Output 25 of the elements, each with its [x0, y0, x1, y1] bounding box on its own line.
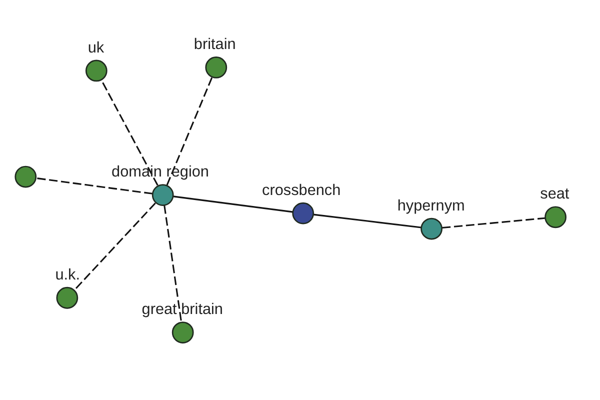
node-circle — [420, 218, 442, 240]
node-label: hypernym — [397, 197, 465, 214]
node-label: great britain — [142, 301, 223, 318]
node-circle — [544, 206, 566, 228]
node-label: uk — [88, 39, 104, 56]
node-label: u.k. — [55, 266, 80, 284]
connector — [36, 177, 153, 194]
node-circle — [56, 286, 78, 309]
node-circle — [152, 184, 174, 206]
node-circle — [14, 166, 37, 188]
connector — [314, 214, 422, 228]
node-circle — [292, 202, 314, 224]
connector — [100, 80, 158, 186]
node-label: britain — [194, 36, 236, 53]
connector — [173, 196, 293, 213]
node-label: domain region — [112, 164, 209, 181]
node-circle — [85, 60, 108, 82]
connector — [166, 76, 213, 186]
node-label: seat — [540, 186, 570, 203]
connector — [442, 217, 546, 229]
node-label: crossbench — [262, 182, 341, 199]
node-circle — [172, 322, 194, 344]
connector — [164, 205, 182, 322]
connector — [74, 202, 156, 291]
node-circle — [205, 56, 228, 78]
